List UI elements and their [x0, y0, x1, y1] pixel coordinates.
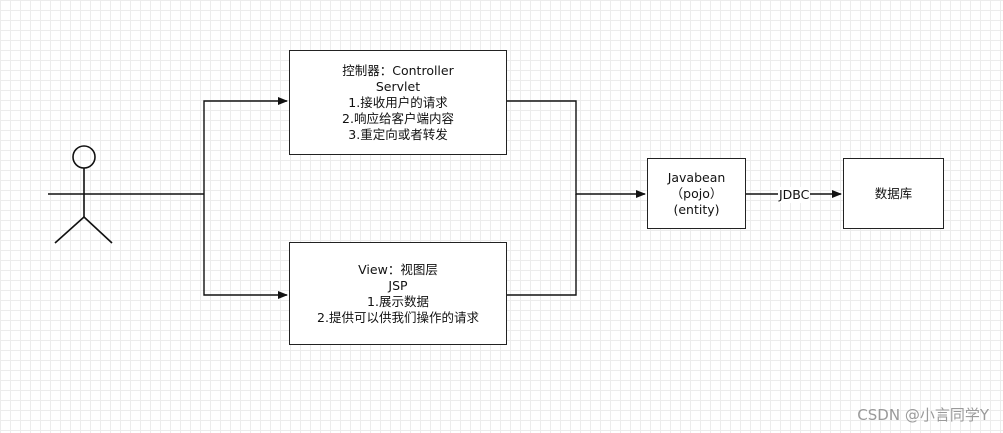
watermark: CSDN @小言同学Y — [857, 406, 989, 424]
edge-controller-to-javabean — [507, 100, 646, 198]
controller-line: 3.重定向或者转发 — [348, 126, 448, 142]
view-box: View：视图层 JSP 1.展示数据 2.提供可以供我们操作的请求 — [289, 242, 507, 345]
javabean-box: Javabean （pojo） (entity) — [647, 158, 746, 229]
database-label: 数据库 — [874, 185, 913, 201]
database-box: 数据库 — [843, 158, 944, 229]
edge-actor-to-view — [203, 194, 288, 299]
javabean-pojo: （pojo） — [670, 185, 723, 201]
actor-right-leg — [83, 216, 113, 244]
actor-left-leg — [54, 216, 85, 244]
edge-actor-to-controller — [203, 97, 288, 194]
actor-head — [72, 145, 96, 169]
jdbc-edge-label: JDBC — [778, 187, 811, 203]
controller-subtitle: Servlet — [375, 78, 421, 94]
view-line: 1.展示数据 — [367, 293, 429, 309]
javabean-entity: (entity) — [673, 201, 720, 217]
controller-line: 1.接收用户的请求 — [348, 94, 448, 110]
javabean-title: Javabean — [667, 169, 726, 185]
edge-view-to-javabean — [507, 194, 577, 296]
view-line: 2.提供可以供我们操作的请求 — [317, 309, 479, 325]
controller-line: 2.响应给客户端内容 — [342, 110, 454, 126]
user-actor — [48, 145, 120, 244]
view-subtitle: JSP — [388, 277, 408, 293]
view-title: View：视图层 — [358, 261, 438, 277]
controller-title: 控制器：Controller — [342, 62, 454, 78]
controller-box: 控制器：Controller Servlet 1.接收用户的请求 2.响应给客户… — [289, 50, 507, 155]
